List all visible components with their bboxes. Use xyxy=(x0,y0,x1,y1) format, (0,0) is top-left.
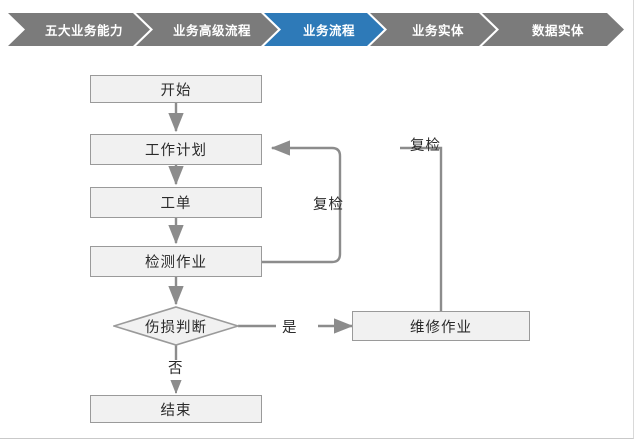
edge-label-recheck-inner: 复检 xyxy=(313,197,344,213)
edge-label-recheck-outer: 复检 xyxy=(410,138,441,154)
node-start[interactable]: 开始 xyxy=(90,75,262,103)
diamond-shape-icon xyxy=(113,306,239,346)
breadcrumb-step-1-label: 五大业务能力 xyxy=(44,23,123,38)
node-damage-decision[interactable]: 伤损判断 xyxy=(113,306,239,346)
node-inspection[interactable]: 检测作业 xyxy=(90,246,262,277)
breadcrumb-step-2-label: 业务高级流程 xyxy=(172,23,251,38)
breadcrumb-step-5-label: 数据实体 xyxy=(531,23,584,38)
connector-recheck-inner xyxy=(262,140,342,264)
node-work-plan-label: 工作计划 xyxy=(145,143,207,159)
node-work-plan[interactable]: 工作计划 xyxy=(90,134,262,165)
breadcrumb-step-3-label: 业务流程 xyxy=(302,23,355,38)
node-end-label: 结束 xyxy=(160,402,192,419)
breadcrumb-step-1[interactable]: 五大业务能力 xyxy=(8,13,150,46)
breadcrumb-step-4[interactable]: 业务实体 xyxy=(370,13,496,46)
breadcrumb-step-2[interactable]: 业务高级流程 xyxy=(136,13,278,46)
node-damage-decision-label: 伤损判断 xyxy=(145,319,207,336)
node-inspection-label: 检测作业 xyxy=(145,255,207,271)
breadcrumb: 五大业务能力 业务高级流程 业务流程 业务实体 数据实体 xyxy=(0,0,634,52)
connector-recheck-outer xyxy=(400,146,443,312)
node-end[interactable]: 结束 xyxy=(90,395,262,423)
node-start-label: 开始 xyxy=(160,82,192,99)
edge-label-no: 否 xyxy=(168,361,184,377)
node-work-order-label: 工单 xyxy=(160,196,192,212)
breadcrumb-step-4-label: 业务实体 xyxy=(411,23,464,38)
node-repair-label: 维修作业 xyxy=(410,319,472,336)
breadcrumb-step-5[interactable]: 数据实体 xyxy=(482,13,624,46)
node-repair[interactable]: 维修作业 xyxy=(352,311,530,341)
edge-label-yes: 是 xyxy=(282,320,298,336)
node-work-order[interactable]: 工单 xyxy=(90,187,262,218)
breadcrumb-step-3[interactable]: 业务流程 xyxy=(264,13,384,46)
